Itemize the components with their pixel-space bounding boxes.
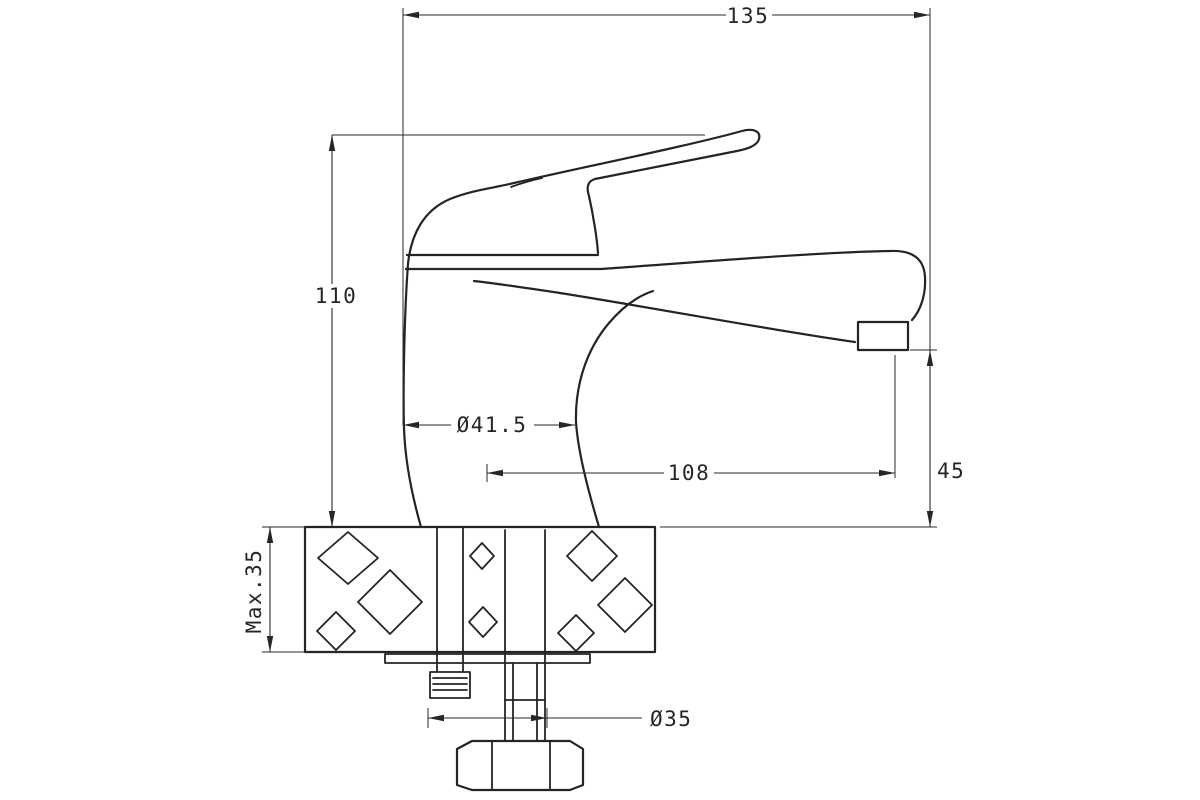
dimension-label-max-thickness: Max.35 [242,549,266,634]
faucet-body-right-outline [574,289,655,529]
aerator-outline [856,320,910,352]
faucet [402,128,927,529]
dimension-label-overall-depth: 135 [727,4,769,28]
countertop-outline [303,525,657,654]
fixing-nut-outline [455,739,585,792]
mounting-hardware [384,526,591,792]
dimension-label-connection-diameter: Ø35 [650,707,692,731]
hatch-diamond [316,611,356,651]
faucet-spout-outline [599,249,927,322]
dimension-label-spout-reach: 108 [668,461,710,485]
label-gap [664,461,714,485]
handle-detail-line [510,177,543,188]
mounting-flange [384,653,591,664]
label-gap [314,284,359,308]
mounting-stud-nut [429,671,471,699]
dimensions: 135 110 Ø41.5 108 45 Max.35 Ø35 [242,4,965,731]
label-gap [451,412,534,438]
hatch-diamond [597,577,653,633]
hatch-diamond [557,614,595,652]
dimension-label-spout-height: 45 [937,459,965,483]
hatch-diamond [357,569,423,635]
hatch-diamond [469,542,495,570]
hatch-diamond [468,606,498,638]
label-gap [726,4,772,27]
hatch-diamond [566,530,618,582]
spout-underside-line [472,279,857,344]
countertop-hatch [316,530,653,652]
hatch-diamond [317,531,379,585]
dimension-label-height: 110 [315,284,357,308]
faucet-handle-outline [402,128,761,529]
dimension-label-base-diameter: Ø41.5 [457,413,528,437]
countertop [303,525,657,654]
